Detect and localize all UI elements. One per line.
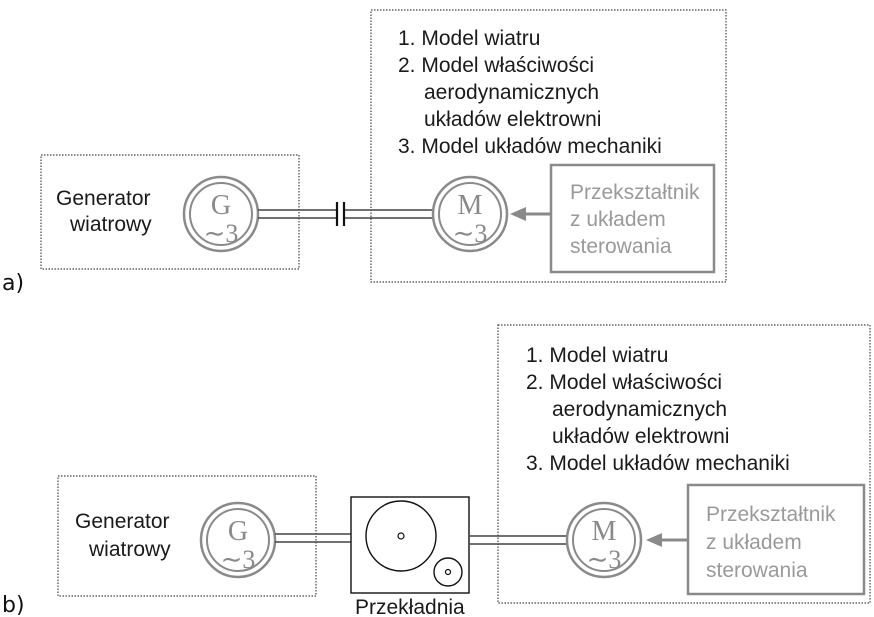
model-line-b-5: 3. Model układów mechaniki xyxy=(526,452,790,475)
converter-line-a-3: sterowania xyxy=(570,235,672,258)
model-line-b-4: układów elektrowni xyxy=(552,425,729,448)
generator-label-b-line1: Generator xyxy=(75,510,170,533)
converter-box-a xyxy=(549,163,716,274)
arrow-b xyxy=(646,533,688,547)
model-box-b xyxy=(497,324,871,604)
generator-letter-a: G xyxy=(211,190,231,221)
panel-tag-b: b) xyxy=(2,593,25,617)
panel-b: Generator wiatrowy G ∼3 Przekładnia 1. M… xyxy=(2,324,871,617)
model-line-b-1: 1. Model wiatru xyxy=(526,344,668,367)
model-line-a-1: 1. Model wiatru xyxy=(398,27,540,50)
generator-symbol-b: G ∼3 xyxy=(199,501,277,579)
gearbox-b xyxy=(350,496,470,594)
motor-letter-a: M xyxy=(458,190,483,221)
panel-tag-a: a) xyxy=(2,271,24,296)
motor-symbol-b: M ∼3 xyxy=(565,501,643,579)
generator-box-b xyxy=(57,475,317,597)
generator-label-a-line2: wiatrowy xyxy=(69,213,152,236)
converter-line-b-3: sterowania xyxy=(706,559,808,582)
model-box-a xyxy=(370,9,727,283)
generator-letter-b: G xyxy=(228,516,248,547)
generator-label-b-line2: wiatrowy xyxy=(88,538,171,561)
generator-phase-b: ∼3 xyxy=(221,545,256,574)
converter-line-b-2: z układem xyxy=(706,531,802,554)
converter-line-a-1: Przekształtnik xyxy=(570,181,700,204)
model-line-b-2: 2. Model właściwości xyxy=(526,371,722,394)
gearbox-label-b: Przekładnia xyxy=(355,596,465,617)
generator-phase-a: ∼3 xyxy=(204,219,239,248)
model-line-a-5: 3. Model układów mechaniki xyxy=(398,135,662,158)
motor-symbol-a: M ∼3 xyxy=(431,175,509,253)
converter-line-a-2: z układem xyxy=(570,208,666,231)
model-line-a-2: 2. Model właściwości xyxy=(398,54,594,77)
arrow-a xyxy=(510,207,551,221)
converter-line-b-1: Przekształtnik xyxy=(706,503,836,526)
motor-phase-b: ∼3 xyxy=(587,545,622,574)
motor-phase-a: ∼3 xyxy=(453,219,488,248)
model-line-a-4: układów elektrowni xyxy=(424,108,601,131)
panel-a: Generator wiatrowy G ∼3 1. Model wiatru … xyxy=(2,9,727,296)
converter-box-b xyxy=(686,483,866,596)
generator-label-a-line1: Generator xyxy=(56,187,151,210)
shaft-coupling-a xyxy=(258,202,433,226)
model-line-b-3: aerodynamicznych xyxy=(552,398,727,421)
motor-letter-b: M xyxy=(592,516,617,547)
generator-symbol-a: G ∼3 xyxy=(182,175,260,253)
model-line-a-3: aerodynamicznych xyxy=(424,81,599,104)
generator-box-a xyxy=(40,154,300,270)
